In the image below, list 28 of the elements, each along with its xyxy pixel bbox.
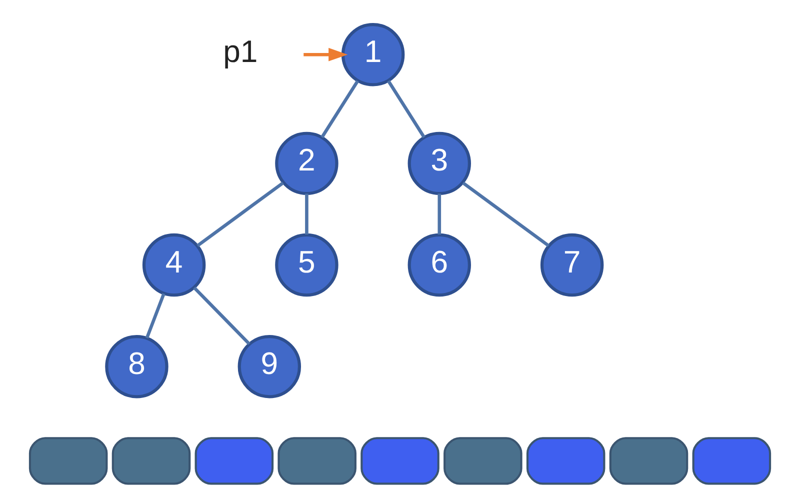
node-circle: 7 (540, 232, 604, 296)
node-text: p1 (223, 33, 258, 68)
node-box (112, 436, 191, 484)
node-box (526, 436, 606, 484)
connector (305, 193, 308, 234)
node-circle: 2 (275, 131, 338, 195)
arrow (304, 47, 348, 61)
node-circle: 5 (275, 232, 338, 296)
node-box (692, 436, 772, 484)
connector (196, 181, 284, 246)
connector (462, 181, 550, 246)
node-circle: 8 (105, 334, 168, 398)
node-circle: 1 (341, 22, 405, 86)
node-circle: 4 (142, 232, 206, 296)
node-box (28, 436, 108, 484)
connector (320, 80, 360, 138)
connector (145, 292, 166, 338)
node-circle: 6 (408, 232, 471, 296)
connector (438, 193, 442, 234)
node-box (609, 436, 688, 484)
connector (193, 286, 250, 345)
node-circle: 9 (238, 334, 302, 398)
connector (387, 80, 426, 138)
node-box (278, 436, 356, 484)
node-circle: 3 (408, 131, 471, 195)
node-box (444, 436, 522, 484)
node-box (194, 436, 274, 484)
node-box (360, 436, 440, 484)
